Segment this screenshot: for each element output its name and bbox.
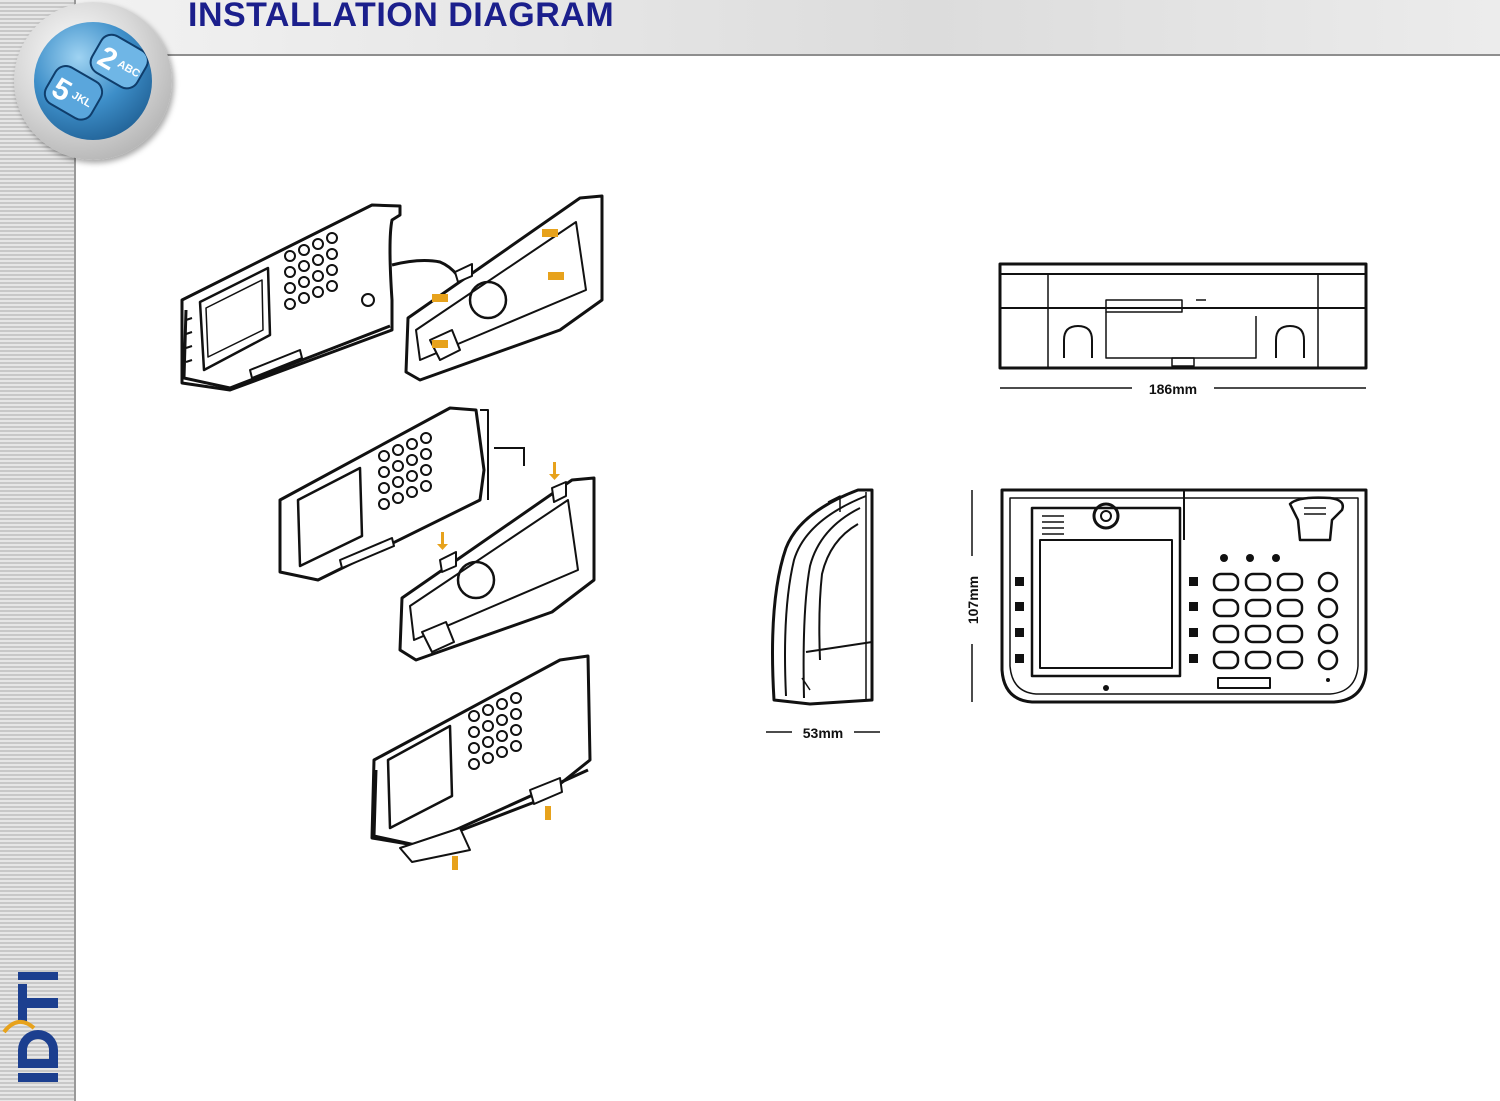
step2-guide-line: [494, 448, 524, 466]
width-dimension-label: 186mm: [1149, 381, 1197, 397]
step3-assembled-unit: [372, 656, 590, 862]
depth-dimension: 53mm: [766, 725, 880, 741]
top-view-drawing: [1000, 264, 1366, 368]
width-dimension: 186mm: [1000, 381, 1366, 397]
step1-back-plate: [406, 196, 602, 380]
depth-dimension-label: 53mm: [803, 725, 843, 741]
front-view-drawing: [1002, 490, 1366, 702]
height-dimension: 107mm: [965, 490, 981, 702]
height-dimension-label: 107mm: [965, 576, 981, 624]
side-view-drawing: [773, 490, 873, 704]
step1-terminal: [182, 205, 400, 390]
